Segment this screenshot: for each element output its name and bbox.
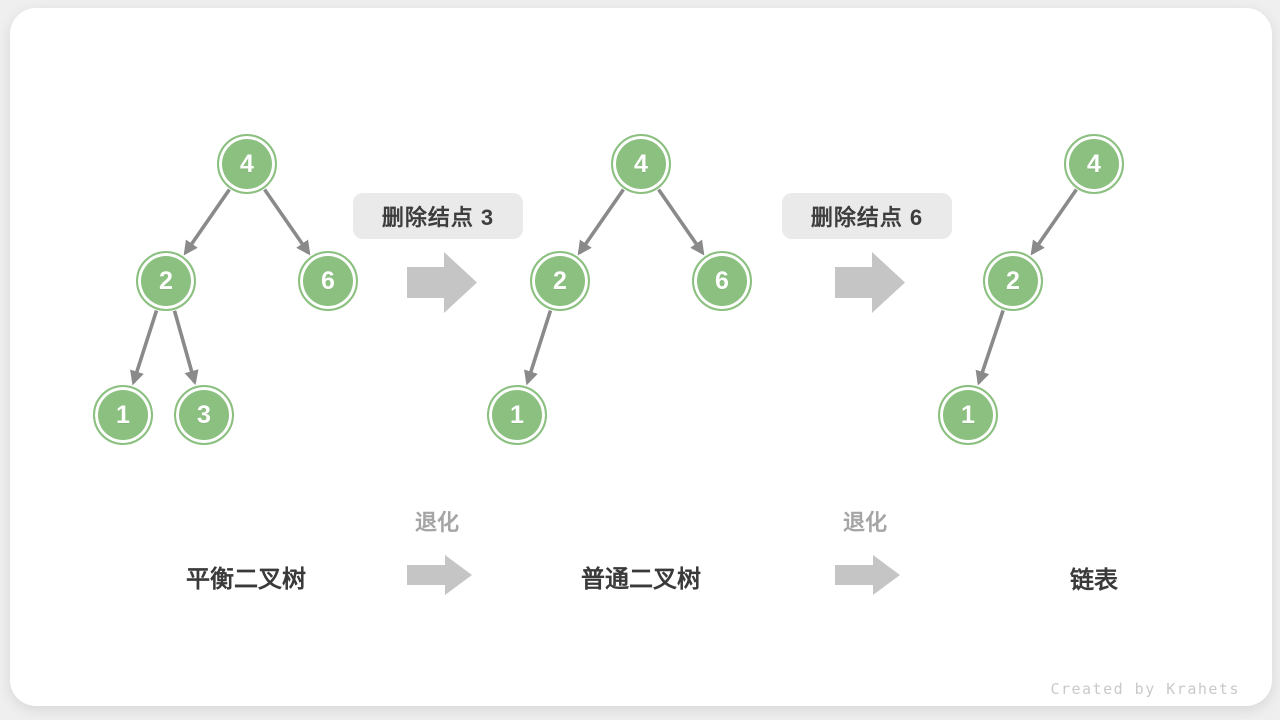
tree-node: 1	[487, 385, 547, 445]
tree-label-linked-list: 链表	[1070, 567, 1118, 594]
tree-node: 6	[692, 251, 752, 311]
tree-node: 2	[136, 251, 196, 311]
diagram-card	[10, 8, 1272, 706]
degrade-label: 退化	[842, 510, 888, 535]
tree-node: 4	[1064, 134, 1124, 194]
degrade-label: 退化	[414, 510, 460, 535]
tree-label-balanced: 平衡二叉树	[186, 566, 306, 593]
step-badge-delete-3: 删除结点 3	[353, 193, 523, 239]
step-badge-delete-6: 删除结点 6	[782, 193, 952, 239]
tree-node: 2	[983, 251, 1043, 311]
watermark: Created by Krahets	[1050, 680, 1240, 698]
tree-node: 4	[611, 134, 671, 194]
tree-node: 6	[298, 251, 358, 311]
tree-node: 2	[530, 251, 590, 311]
tree-node: 4	[217, 134, 277, 194]
tree-node: 3	[174, 385, 234, 445]
tree-node: 1	[93, 385, 153, 445]
tree-node: 1	[938, 385, 998, 445]
tree-label-ordinary: 普通二叉树	[581, 566, 701, 593]
